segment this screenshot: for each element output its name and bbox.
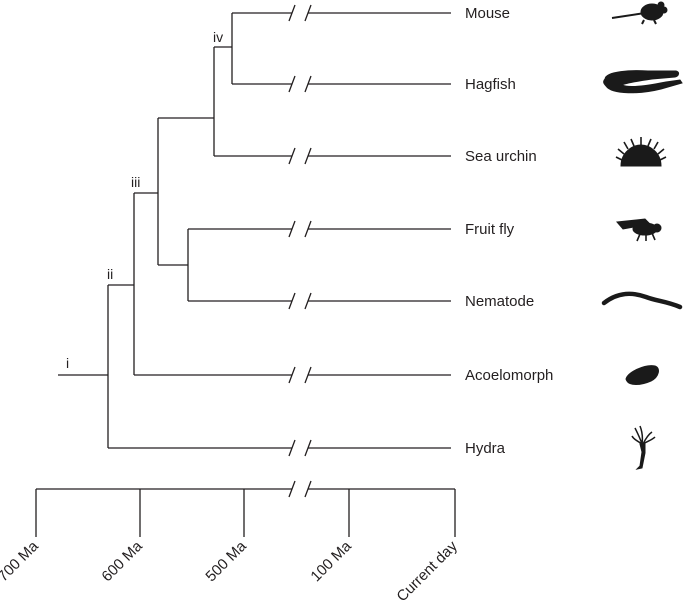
fruit-fly-icon bbox=[616, 218, 662, 242]
branch-break-marks bbox=[288, 4, 312, 457]
taxon-label-acoelomorph: Acoelomorph bbox=[465, 367, 553, 384]
time-label-600: 600 Ma bbox=[98, 537, 146, 585]
taxon-label-fruit-fly: Fruit fly bbox=[465, 221, 515, 238]
break-mark-hydra bbox=[288, 439, 312, 457]
hagfish-icon bbox=[603, 70, 683, 94]
sea-urchin-icon bbox=[615, 137, 667, 167]
break-mark-fruit-fly bbox=[288, 220, 312, 238]
time-scale-break-mark bbox=[288, 480, 312, 498]
break-mark-acoelomorph bbox=[288, 366, 312, 384]
tree-branches bbox=[58, 4, 451, 457]
acoelomorph-icon bbox=[625, 365, 659, 385]
taxon-labels: Mouse Hagfish Sea urchin Fruit fly Nemat… bbox=[465, 5, 553, 457]
hydra-icon bbox=[631, 425, 656, 470]
node-label-i: i bbox=[66, 355, 69, 371]
time-label-current-day: Current day bbox=[393, 537, 461, 605]
nematode-icon bbox=[601, 291, 683, 310]
taxon-label-hydra: Hydra bbox=[465, 440, 506, 457]
time-label-500: 500 Ma bbox=[202, 537, 250, 585]
break-mark-sea-urchin bbox=[288, 147, 312, 165]
break-mark-hagfish bbox=[288, 75, 312, 93]
time-label-100: 100 Ma bbox=[307, 537, 355, 585]
node-label-ii: ii bbox=[107, 266, 113, 282]
break-mark-nematode bbox=[288, 292, 312, 310]
time-label-700: 700 Ma bbox=[0, 537, 42, 585]
taxon-label-nematode: Nematode bbox=[465, 293, 534, 310]
taxon-label-sea-urchin: Sea urchin bbox=[465, 148, 537, 165]
node-label-iii: iii bbox=[131, 174, 140, 190]
taxon-label-mouse: Mouse bbox=[465, 5, 510, 22]
organism-silhouettes bbox=[601, 1, 683, 470]
node-label-iv: iv bbox=[213, 29, 223, 45]
node-labels: i ii iii iv bbox=[66, 29, 223, 371]
mouse-icon bbox=[611, 1, 668, 25]
break-mark-mouse bbox=[288, 4, 312, 22]
taxon-label-hagfish: Hagfish bbox=[465, 76, 516, 93]
time-scale: 700 Ma 600 Ma 500 Ma 100 Ma Current day bbox=[0, 480, 461, 605]
